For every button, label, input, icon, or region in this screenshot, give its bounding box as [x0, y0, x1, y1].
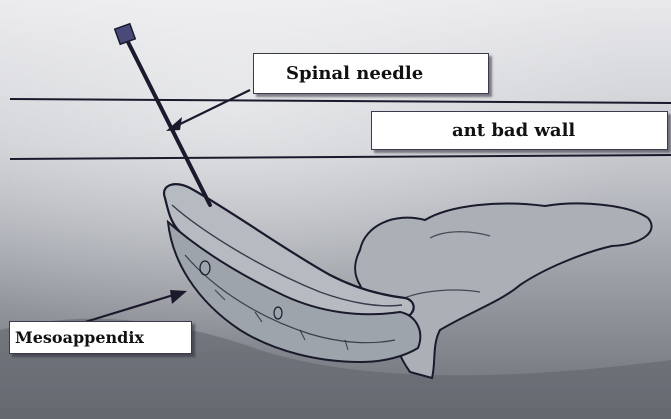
label-mesoappendix-text: Mesoappendix — [15, 328, 144, 347]
label-abdominal-wall-text: ant bad wall — [452, 120, 575, 141]
label-abdominal-wall: ant bad wall — [371, 111, 668, 150]
label-mesoappendix: Mesoappendix — [9, 321, 192, 354]
label-spinal-needle-text: Spinal needle — [286, 63, 423, 84]
label-spinal-needle: Spinal needle — [253, 53, 489, 94]
